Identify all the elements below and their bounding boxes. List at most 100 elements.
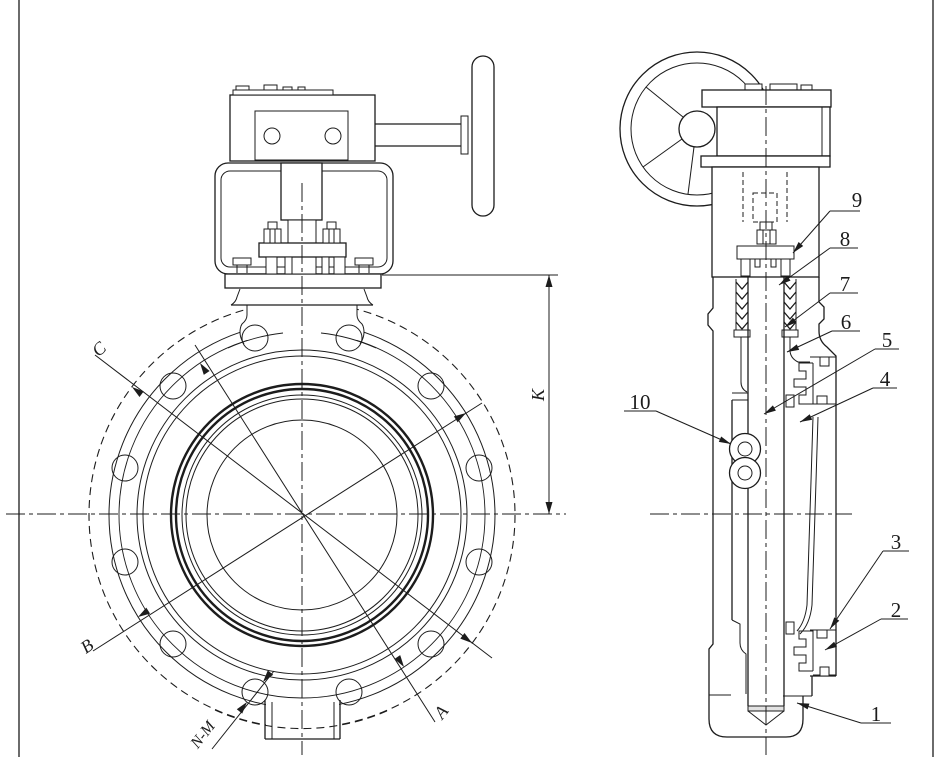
bracket-corner-bolt-right [354,257,374,273]
arrowhead [200,363,210,375]
bolt-hole [417,630,445,658]
callout-2-label: 2 [891,598,902,622]
callout-3-label: 3 [891,530,902,554]
gearbox-top-strip [232,89,334,96]
callout-4: 4 [799,367,897,423]
arrowhead [453,413,466,423]
gearbox-top-tab [769,83,798,91]
retainer-notch [816,395,828,405]
bracket-corner-bolt-left [232,257,252,273]
callout-10-label: 10 [630,390,651,414]
callout-9: 9 [792,188,863,254]
bolt-hole-dimension: N-M [187,670,275,753]
bracket-base-plate [224,273,382,289]
callout-3: 3 [829,530,909,630]
dim-label-k: K [528,388,548,402]
arrowhead [787,344,800,352]
arrowhead [785,317,797,327]
arrowhead [793,242,804,253]
gearbox-top-tab [282,86,293,91]
bolt-hole [111,454,139,482]
gearbox-body [716,106,831,157]
bolt-hole [241,324,269,352]
callout-8: 8 [778,227,858,286]
neck-left-lip [239,305,248,345]
arrowhead [138,607,151,617]
gearbox-top-tab [235,85,250,91]
dim-line-a [194,344,436,723]
bolt-hole [111,548,139,576]
gearbox-bolt-head [324,127,342,145]
gland-tab [770,258,777,268]
packing-chevrons-left [735,281,749,330]
body-bottom-cap [708,694,804,738]
front-view: C B A N-M K [6,55,566,755]
callout-9-label: 9 [852,188,863,212]
gearbox-top-tab [263,84,278,91]
bolt-hole [159,372,187,400]
arrowhead [718,436,731,444]
bolt-hole [335,324,363,352]
gland-foot [321,256,330,275]
gearbox-top-tab [297,86,306,91]
dim-label-nm: N-M [187,717,220,753]
arrowhead [236,702,247,714]
callout-4-label: 4 [880,367,891,391]
arrowhead [800,414,813,422]
callout-7-label: 7 [840,272,851,296]
gearbox-bolt-head [263,127,281,145]
gland-bolt-left [263,221,282,244]
part-callouts: 9 8 7 6 [624,188,909,726]
side-view: 9 8 7 6 [619,51,909,755]
handwheel-spoke [642,138,683,168]
gland-foot [333,256,346,275]
arrowhead [460,633,472,643]
dim-line-c [94,354,493,659]
bolt-circle-arc [227,332,284,349]
front-actuator [214,55,495,289]
callout-1: 1 [796,702,891,726]
taper-pins [728,432,762,490]
bolt-hole [241,678,269,706]
retainer-notch [816,629,828,639]
gearbox-top-tab [800,84,813,91]
callout-7: 7 [784,272,858,328]
arrowhead [764,405,776,414]
seat-spacer [785,621,795,635]
gland-foot [265,256,278,275]
leader-line [763,348,876,415]
gearbox-front-cover [254,110,349,161]
handwheel-hub [678,110,716,148]
leader-line [655,410,732,445]
handwheel-spoke [645,86,684,118]
callout-5-label: 5 [882,328,893,352]
packing-foot [781,329,799,338]
dim-label-c: C [88,337,111,361]
phantom-arc-over-boss [214,709,390,730]
gland-stud [740,258,751,277]
bolt-hole [465,548,493,576]
gland-foot [284,256,293,275]
gland-stud [780,258,791,277]
gland-bolt-right [322,221,341,244]
neck-plate-right-flare [363,288,374,306]
dim-label-a: A [429,701,453,724]
disc-edge [796,416,819,635]
gearbox-top-tab [744,83,763,91]
arrowhead [545,275,553,287]
arrowhead [797,703,810,710]
retainer-bolt [819,356,830,367]
callout-6: 6 [786,310,860,353]
arrowhead [779,275,791,285]
callout-6-label: 6 [841,310,852,334]
callout-2: 2 [824,598,908,651]
callout-5: 5 [763,328,899,415]
flange-bolt-holes [111,324,493,706]
bolt-hole [159,630,187,658]
packing-chevrons-right [783,281,797,330]
neck-plate-left-flare [230,288,241,306]
callout-10: 10 [624,390,732,445]
k-dimension: K [382,274,558,514]
body-left-inner [740,337,748,393]
